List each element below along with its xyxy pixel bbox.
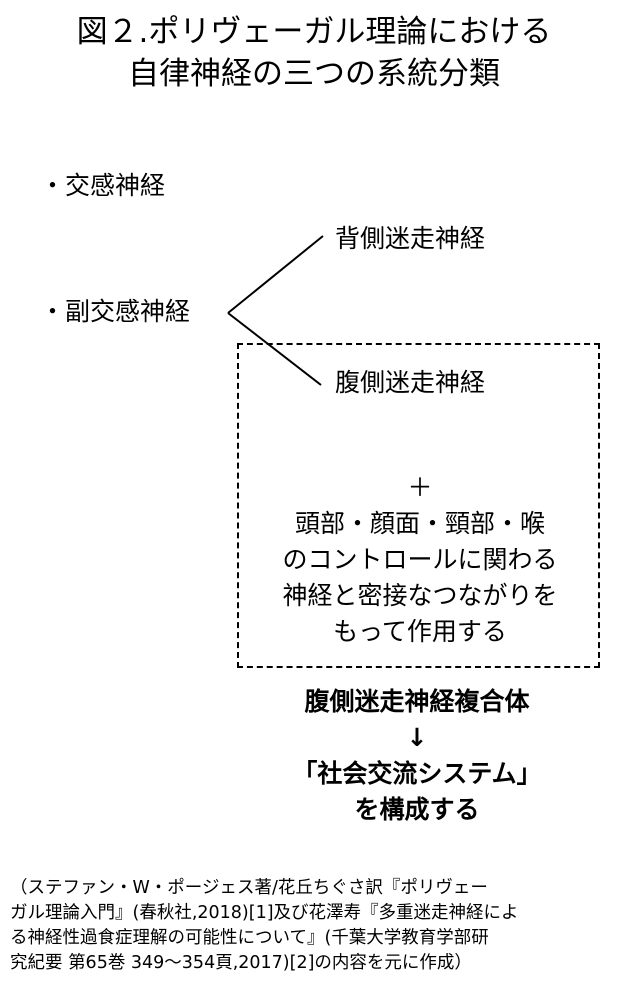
ventral-vagal-complex-label: 腹側迷走神経複合体 (304, 687, 530, 716)
ventral-vagal-dashed-box (237, 343, 600, 668)
diagram-title-line-1: 図２.ポリヴェーガル理論における (76, 14, 552, 50)
down-arrow-icon: ↓ (406, 723, 428, 752)
box-plus-sign: ＋ (407, 473, 433, 502)
diagram-title-line-2: 自律神経の三つの系統分類 (128, 56, 500, 92)
branch-line-dorsal (227, 235, 324, 314)
social-engagement-system-label: 「社会交流システム」 (292, 759, 542, 788)
parasympathetic-nerve-item: ・副交感神経 (40, 297, 191, 326)
constitutes-label: を構成する (354, 795, 480, 824)
citation-line-4: 究紀要 第65巻 349〜354頁,2017)[2]の内容を元に作成） (10, 953, 472, 973)
sympathetic-nerve-item: ・交感神経 (40, 171, 166, 200)
box-text-line-2: のコントロールに関わる (282, 545, 558, 574)
branch-line-ventral (227, 312, 322, 386)
ventral-vagal-nerve-label: 腹側迷走神経 (335, 368, 486, 397)
dorsal-vagal-nerve-label: 背側迷走神経 (335, 224, 486, 253)
citation-line-1: （ステファン・W・ポージェス著/花丘ちぐさ訳『ポリヴェー (10, 878, 488, 898)
citation-line-3: る神経性過食症理解の可能性について』(千葉大学教育学部研 (10, 928, 489, 948)
box-text-line-1: 頭部・顔面・頸部・喉 (294, 509, 545, 538)
box-text-line-4: もって作用する (333, 617, 507, 646)
box-text-line-3: 神経と密接なつながりを (282, 581, 558, 610)
citation-line-2: ガル理論入門』(春秋社,2018)[1]及び花澤寿『多重迷走神経によ (10, 903, 519, 923)
